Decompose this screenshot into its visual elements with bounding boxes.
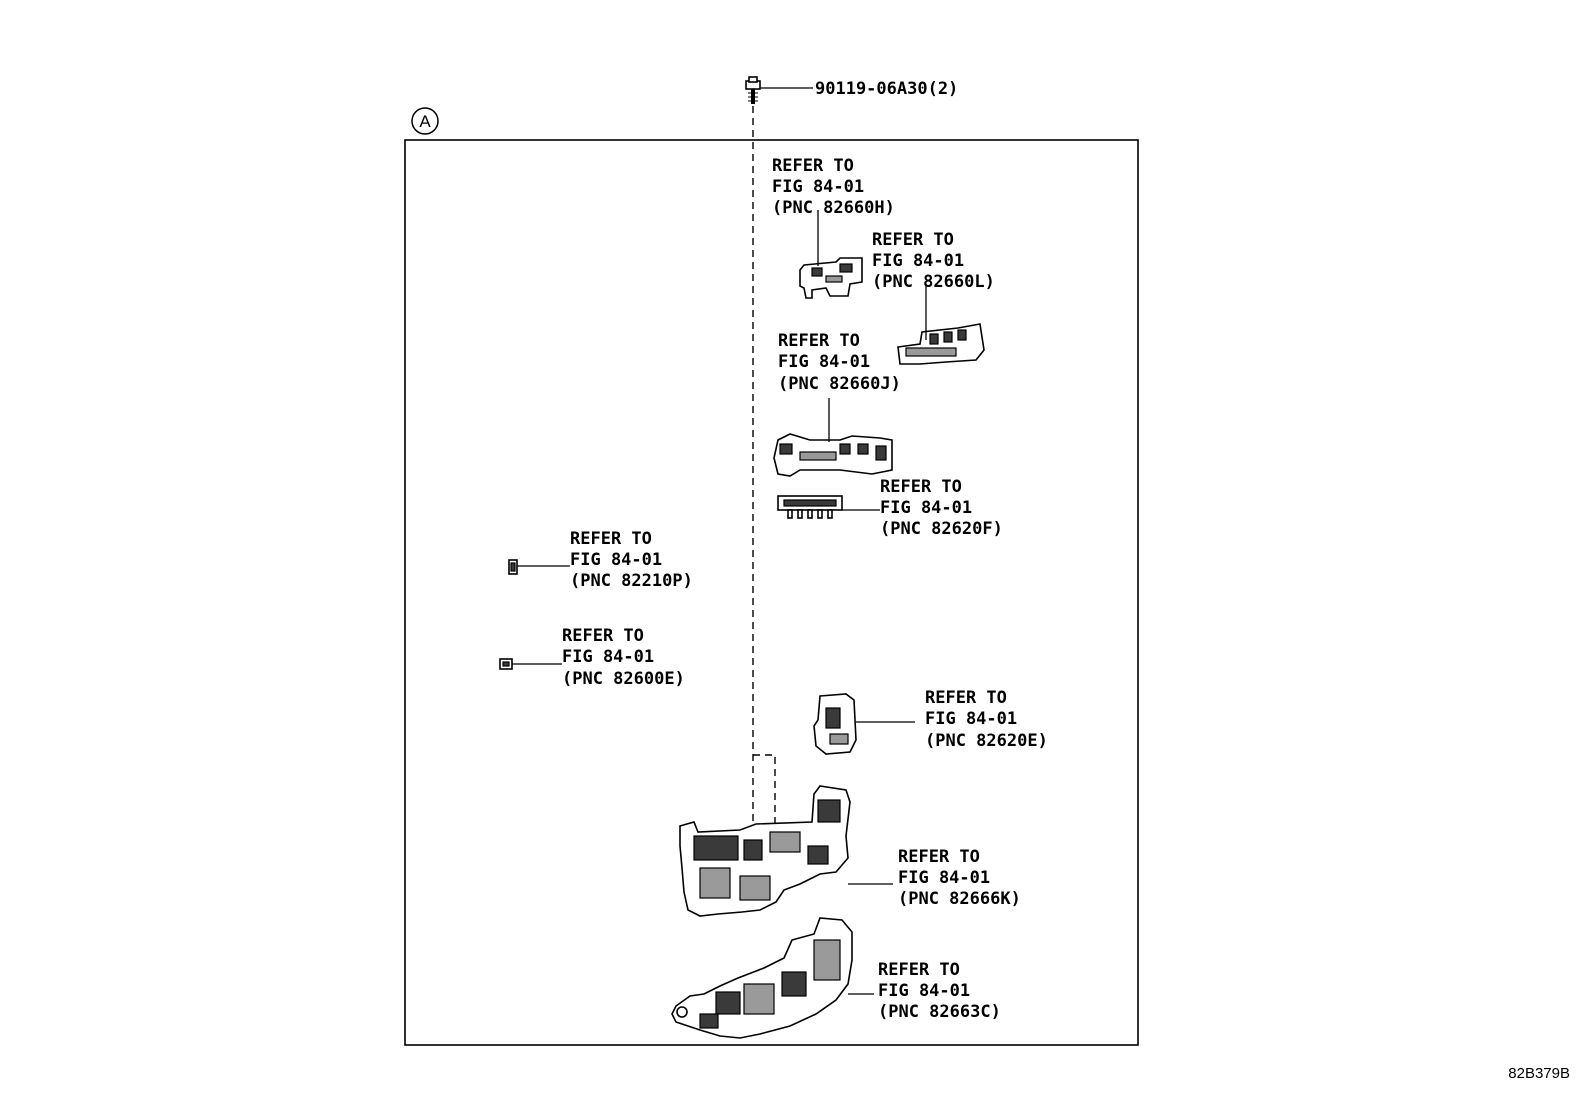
part-82663c-icon: [671, 917, 853, 1039]
part-82620e-icon: [813, 693, 857, 755]
callout-line2: FIG 84-01: [778, 352, 870, 372]
callout-line2: FIG 84-01: [562, 647, 654, 667]
callout-line1: REFER TO: [925, 688, 1007, 708]
callout-line3: (PNC 82660H): [772, 198, 895, 218]
callout-82663c: REFER TO FIG 84-01 (PNC 82663C): [878, 960, 1001, 1022]
part-82660l-icon: [897, 323, 985, 365]
callout-line3: (PNC 82663C): [878, 1002, 1001, 1022]
bolt-icon: [745, 76, 761, 104]
callout-line1: REFER TO: [878, 960, 960, 980]
callout-line3: (PNC 82620F): [880, 519, 1003, 539]
callout-line1: REFER TO: [772, 156, 854, 176]
part-82620f-icon: [777, 495, 843, 519]
drawing-code: 82B379B: [1508, 1065, 1570, 1082]
callout-line1: REFER TO: [898, 847, 980, 867]
callout-82666k: REFER TO FIG 84-01 (PNC 82666K): [898, 847, 1021, 909]
callout-line2: FIG 84-01: [878, 981, 970, 1001]
callout-line1: REFER TO: [872, 230, 954, 250]
callout-line2: FIG 84-01: [872, 251, 964, 271]
part-82660j-icon: [773, 433, 893, 477]
callout-line3: (PNC 82620E): [925, 731, 1048, 751]
part-82666k-icon: [679, 785, 851, 917]
callout-line1: REFER TO: [778, 331, 860, 351]
callout-line3: (PNC 82600E): [562, 669, 685, 689]
callout-line3: (PNC 82660L): [872, 272, 995, 292]
bolt-part-number: 90119-06A30(2): [815, 79, 958, 99]
callout-line1: REFER TO: [570, 529, 652, 549]
callout-82660j: REFER TO FIG 84-01 (PNC 82660J): [778, 331, 901, 394]
callout-line2: FIG 84-01: [898, 868, 990, 888]
callout-82660h: REFER TO FIG 84-01 (PNC 82660H): [772, 156, 895, 218]
callout-line3: (PNC 82210P): [570, 571, 693, 591]
part-82210p-icon: [508, 559, 518, 575]
callout-line2: FIG 84-01: [880, 498, 972, 518]
callout-line1: REFER TO: [880, 477, 962, 497]
view-marker-label: A: [419, 112, 431, 131]
callout-line2: FIG 84-01: [772, 177, 864, 197]
callout-82660l: REFER TO FIG 84-01 (PNC 82660L): [872, 230, 995, 292]
part-82600e-icon: [499, 658, 513, 670]
view-marker: A: [411, 107, 439, 135]
callout-line2: FIG 84-01: [925, 709, 1017, 729]
callout-82620e: REFER TO FIG 84-01 (PNC 82620E): [925, 688, 1048, 751]
callout-82210p: REFER TO FIG 84-01 (PNC 82210P): [570, 529, 693, 591]
callout-82600e: REFER TO FIG 84-01 (PNC 82600E): [562, 626, 685, 689]
callout-line1: REFER TO: [562, 626, 644, 646]
callout-82620f: REFER TO FIG 84-01 (PNC 82620F): [880, 477, 1003, 539]
callout-line3: (PNC 82666K): [898, 889, 1021, 909]
callout-line2: FIG 84-01: [570, 550, 662, 570]
callout-line3: (PNC 82660J): [778, 374, 901, 394]
part-82660h-icon: [799, 257, 863, 299]
assembly-frame: [404, 139, 1139, 1046]
